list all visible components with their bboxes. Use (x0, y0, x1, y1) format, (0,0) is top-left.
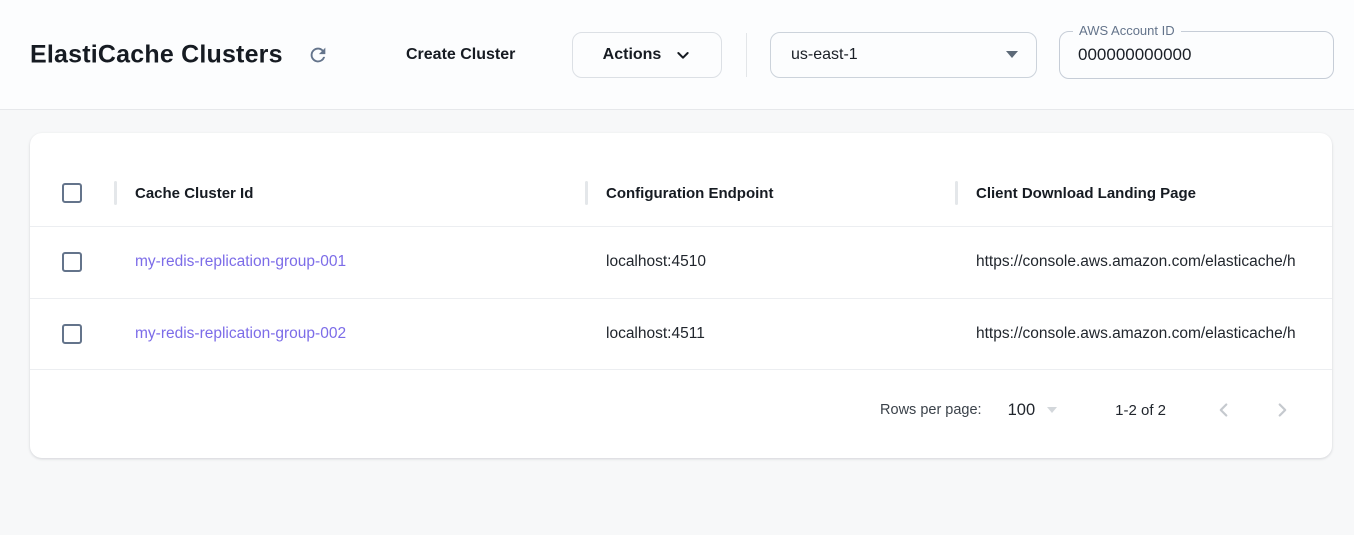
actions-button[interactable]: Actions (572, 31, 722, 78)
page-title: ElastiCache Clusters (30, 40, 283, 68)
table-row: my-redis-replication-group-001 localhost… (30, 227, 1332, 299)
cell-client-download-landing-page: https://console.aws.amazon.com/elasticac… (976, 324, 1296, 342)
cell-client-download-landing-page: https://console.aws.amazon.com/elasticac… (976, 253, 1296, 271)
column-header-client-download-landing-page[interactable]: Client Download Landing Page (955, 181, 1332, 205)
aws-account-id-field: AWS Account ID (1059, 22, 1334, 79)
row-checkbox[interactable] (62, 252, 82, 273)
create-cluster-button[interactable]: Create Cluster (406, 45, 516, 63)
row-checkbox-cell (30, 323, 114, 344)
aws-account-id-label: AWS Account ID (1073, 22, 1181, 38)
next-page-button[interactable] (1268, 396, 1296, 424)
column-separator (114, 181, 117, 205)
cell-configuration-endpoint: localhost:4510 (606, 253, 706, 271)
row-checkbox[interactable] (62, 323, 82, 344)
column-separator (955, 181, 958, 205)
aws-account-id-input[interactable] (1060, 31, 1333, 78)
rows-per-page-select[interactable]: 100 (1008, 401, 1058, 420)
triangle-down-icon (1006, 51, 1018, 58)
clusters-table-card: Cache Cluster Id Configuration Endpoint … (30, 133, 1332, 458)
row-checkbox-cell (30, 252, 114, 273)
rows-per-page-value: 100 (1007, 400, 1036, 419)
region-select[interactable]: us-east-1 (770, 31, 1037, 78)
column-header-configuration-endpoint[interactable]: Configuration Endpoint (585, 181, 955, 205)
cluster-link[interactable]: my-redis-replication-group-001 (135, 253, 347, 271)
cell-cache-cluster-id: my-redis-replication-group-001 (114, 253, 585, 271)
chevron-left-icon (1213, 399, 1235, 421)
column-separator (585, 181, 588, 205)
header-divider (746, 32, 747, 77)
pagination-range-label: 1-2 of 2 (1115, 401, 1166, 419)
cell-cache-cluster-id: my-redis-replication-group-002 (114, 325, 585, 343)
triangle-down-icon (1047, 407, 1058, 413)
actions-button-label: Actions (602, 45, 662, 63)
previous-page-button[interactable] (1210, 396, 1238, 424)
rows-per-page-label: Rows per page: (880, 402, 982, 418)
chevron-right-icon (1271, 399, 1293, 421)
table-header-row: Cache Cluster Id Configuration Endpoint … (30, 160, 1332, 227)
column-header-cache-cluster-id[interactable]: Cache Cluster Id (114, 181, 585, 205)
table-pagination: Rows per page: 100 1-2 of 2 (30, 370, 1332, 458)
refresh-button[interactable] (303, 40, 333, 70)
table-row: my-redis-replication-group-002 localhost… (30, 299, 1332, 370)
header-checkbox-cell (30, 183, 114, 203)
header-bar: ElastiCache Clusters Create Cluster Acti… (0, 0, 1354, 110)
cell-configuration-endpoint: localhost:4511 (606, 324, 705, 342)
region-select-value: us-east-1 (791, 45, 858, 63)
select-all-checkbox[interactable] (62, 183, 82, 203)
refresh-icon (307, 44, 329, 66)
chevron-down-icon (675, 47, 691, 63)
cluster-link[interactable]: my-redis-replication-group-002 (135, 324, 347, 342)
